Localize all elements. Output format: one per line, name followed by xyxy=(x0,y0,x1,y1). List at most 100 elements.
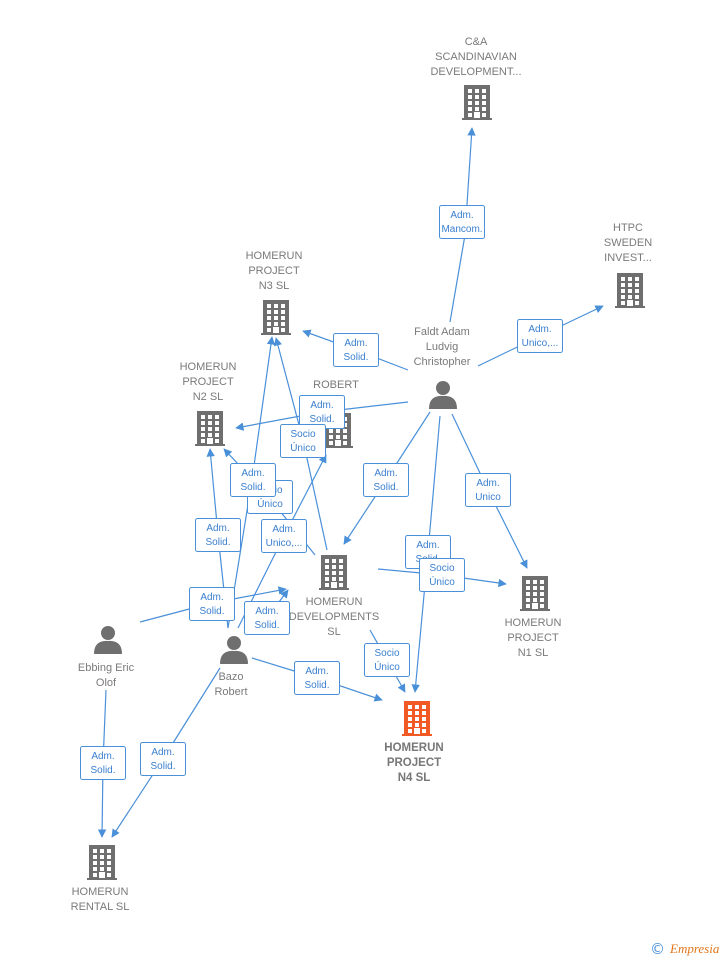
edge-label-line: Adm. xyxy=(255,606,278,617)
edge-label-line: Adm. xyxy=(206,523,229,534)
edge-label-line: Adm. xyxy=(151,747,174,758)
footer-logo[interactable]: © Empresia xyxy=(650,940,720,958)
edge-label-line: Adm. xyxy=(416,540,439,551)
edge-labels-layer: Adm. Mancom. Adm. Unico,... Adm. Solid. Adm. So… xyxy=(80,205,563,780)
node-label-line: Ludvig xyxy=(426,341,458,353)
node-label-line: SCANDINAVIAN xyxy=(435,51,517,63)
edge-label-line: Mancom. xyxy=(441,224,482,235)
building-icon xyxy=(520,576,550,611)
node-label-line: C&A xyxy=(465,36,488,48)
edge-label-line: Solid. xyxy=(304,680,329,691)
edge-label-line: Adm. xyxy=(310,400,333,411)
edge-label-line: Solid. xyxy=(309,414,334,425)
node-label-line: Ebbing Eric xyxy=(78,662,135,674)
edge-label-line: Adm. xyxy=(241,468,264,479)
edge-label-line: Adm. xyxy=(200,592,223,603)
node-label-line: PROJECT xyxy=(387,757,441,769)
edge-label-line: Solid. xyxy=(199,606,224,617)
node-label-line: PROJECT xyxy=(182,376,234,388)
edge-label-faldt-to-n1[interactable]: Adm.Unico xyxy=(465,473,511,507)
building-icon xyxy=(261,300,291,335)
edge-label-line: Adm. xyxy=(91,751,114,762)
edge-label-line: Solid. xyxy=(254,620,279,631)
edge-label-line: Adm. xyxy=(344,338,367,349)
edge-label-line: Solid. xyxy=(343,352,368,363)
node-label-line: Bazo xyxy=(218,671,243,683)
node-label-line: RENTAL SL xyxy=(71,901,130,913)
edge-label-faldt-to-htpc[interactable]: Adm. Unico,... xyxy=(517,319,563,353)
node-htpc[interactable]: HTPCSWEDENINVEST... xyxy=(604,222,652,308)
edge-label-bazo-to-n3[interactable]: Adm. Solid. xyxy=(230,463,276,497)
edge-label-ebbing-to-rental[interactable]: Adm. Solid. xyxy=(80,746,126,780)
node-label-line: PROJECT xyxy=(248,265,300,277)
building-icon xyxy=(87,845,117,880)
person-icon xyxy=(94,626,122,654)
edge-label-line: Adm. xyxy=(305,666,328,677)
node-label-line: HOMERUN xyxy=(306,596,363,608)
node-label-line: DEVELOPMENT... xyxy=(430,66,521,78)
edge-label-line: Adm. xyxy=(272,524,295,535)
node-label-line: DEVELOPMENTS xyxy=(289,611,379,623)
edge-label-line: Unico,... xyxy=(522,338,559,349)
edge-label-line: Adm. xyxy=(528,324,551,335)
node-candA[interactable]: C&A SCANDINAVIAN DEVELOPMENT... xyxy=(430,36,522,120)
node-label-line: HOMERUN xyxy=(246,250,303,262)
edge-label-line: Adm. xyxy=(374,468,397,479)
node-label-line: N2 SL xyxy=(193,391,224,403)
node-label-line: Robert xyxy=(214,686,247,698)
node-label-line: HOMERUN xyxy=(505,617,562,629)
node-label-line: HTPC xyxy=(613,222,643,234)
edge-label-line: Solid. xyxy=(90,765,115,776)
node-label-line: INVEST... xyxy=(604,252,652,264)
edge-label-line: Unico,... xyxy=(266,538,303,549)
node-n3[interactable]: HOMERUN PROJECT N3 SL xyxy=(246,250,303,335)
edge-label-bazo-to-robert[interactable]: Adm. Unico,... xyxy=(261,519,307,553)
node-label-line: PROJECT xyxy=(507,632,559,644)
node-rental[interactable]: HOMERUN RENTAL SL xyxy=(71,845,130,913)
edge-label-faldt-to-n2[interactable]: Adm. Solid. xyxy=(299,395,345,429)
edge-label-line: Único xyxy=(429,575,455,588)
edge-label-line: Socio xyxy=(290,429,315,440)
building-icon xyxy=(615,273,645,308)
node-label-line: N1 SL xyxy=(518,647,549,659)
edge-label-line: Solid. xyxy=(240,482,265,493)
edge-label-faldt-to-candA[interactable]: Adm. Mancom. xyxy=(439,205,485,239)
copyright-symbol: © xyxy=(650,940,665,958)
edge-label-faldt-to-n3[interactable]: Adm. Solid. xyxy=(333,333,379,367)
edge-label-line: Solid. xyxy=(205,537,230,548)
edge-label-bazo-to-rental[interactable]: Adm. Solid. xyxy=(140,742,186,776)
edge-label-bazo-to-n4[interactable]: Adm. Solid. xyxy=(294,661,340,695)
edge-label-line: Socio xyxy=(374,648,399,659)
node-dev[interactable]: HOMERUN DEVELOPMENTS SL xyxy=(289,555,379,638)
edge-label-line: Socio xyxy=(429,563,454,574)
edge-label-bazo-to-dev[interactable]: Adm. Solid. xyxy=(244,601,290,635)
person-icon xyxy=(220,636,248,664)
edge-label-line: Adm. xyxy=(476,478,499,489)
building-icon xyxy=(319,555,349,590)
edge-label-line: Adm. xyxy=(450,210,473,221)
building-icon xyxy=(195,411,225,446)
node-label-line: SL xyxy=(327,626,340,638)
building-icon xyxy=(402,701,432,736)
edge-label-ebbing-to-dev[interactable]: Adm. Solid. xyxy=(189,587,235,621)
node-label-line: N3 SL xyxy=(259,280,290,292)
edge-label-bazo-to-n2[interactable]: Adm. Solid. xyxy=(195,518,241,552)
edges-layer xyxy=(97,127,604,838)
edge-label-line: Único xyxy=(290,441,316,454)
person-icon xyxy=(429,381,457,409)
node-n1[interactable]: HOMERUN PROJECT N1 SL xyxy=(505,576,562,659)
edge-label-line: Solid. xyxy=(373,482,398,493)
edge-label-faldt-to-dev[interactable]: Adm. Solid. xyxy=(363,463,409,497)
nodes-layer: C&A SCANDINAVIAN DEVELOPMENT... HTPCSWEDENI… xyxy=(71,36,653,913)
edge-label-line: Solid. xyxy=(150,761,175,772)
node-label-line: HOMERUN xyxy=(72,886,129,898)
